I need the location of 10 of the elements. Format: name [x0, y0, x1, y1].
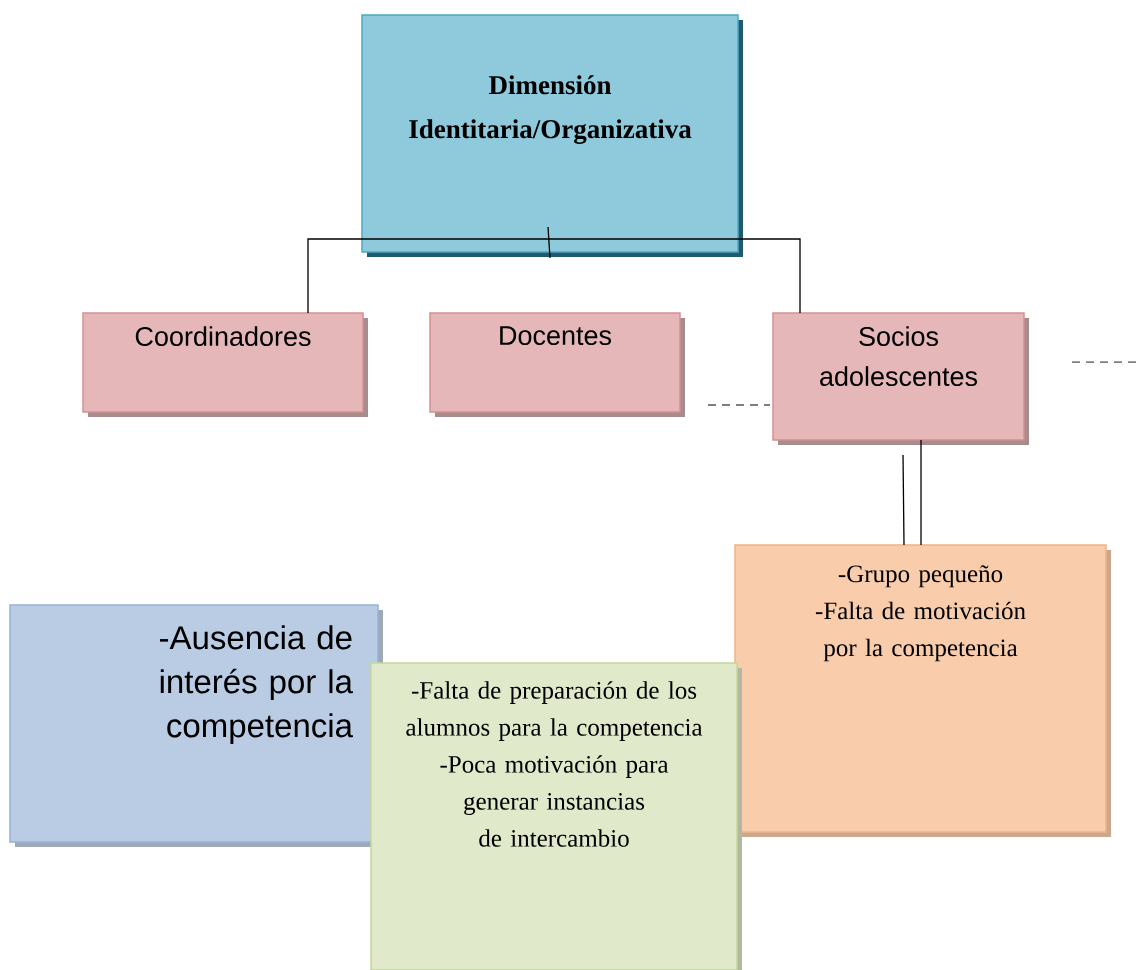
note-box: -Falta de preparación de los alumnos para la competencia -Poca motivación para generar instancias de intercambio — [370, 662, 742, 970]
note-box: -Ausencia de interés por la competencia — [9, 604, 383, 847]
title-box: Dimensión Identitaria/Organizativa — [361, 14, 743, 257]
connector-line — [547, 238, 801, 314]
connector-line — [920, 439, 922, 546]
note-box: -Grupo pequeño -Falta de motivación por la competencia — [734, 544, 1111, 837]
connector-line — [307, 238, 549, 314]
category-box: Coordinadores — [82, 312, 368, 417]
category-box: Docentes — [429, 312, 685, 417]
category-box: Socios adolescentes — [772, 312, 1029, 445]
